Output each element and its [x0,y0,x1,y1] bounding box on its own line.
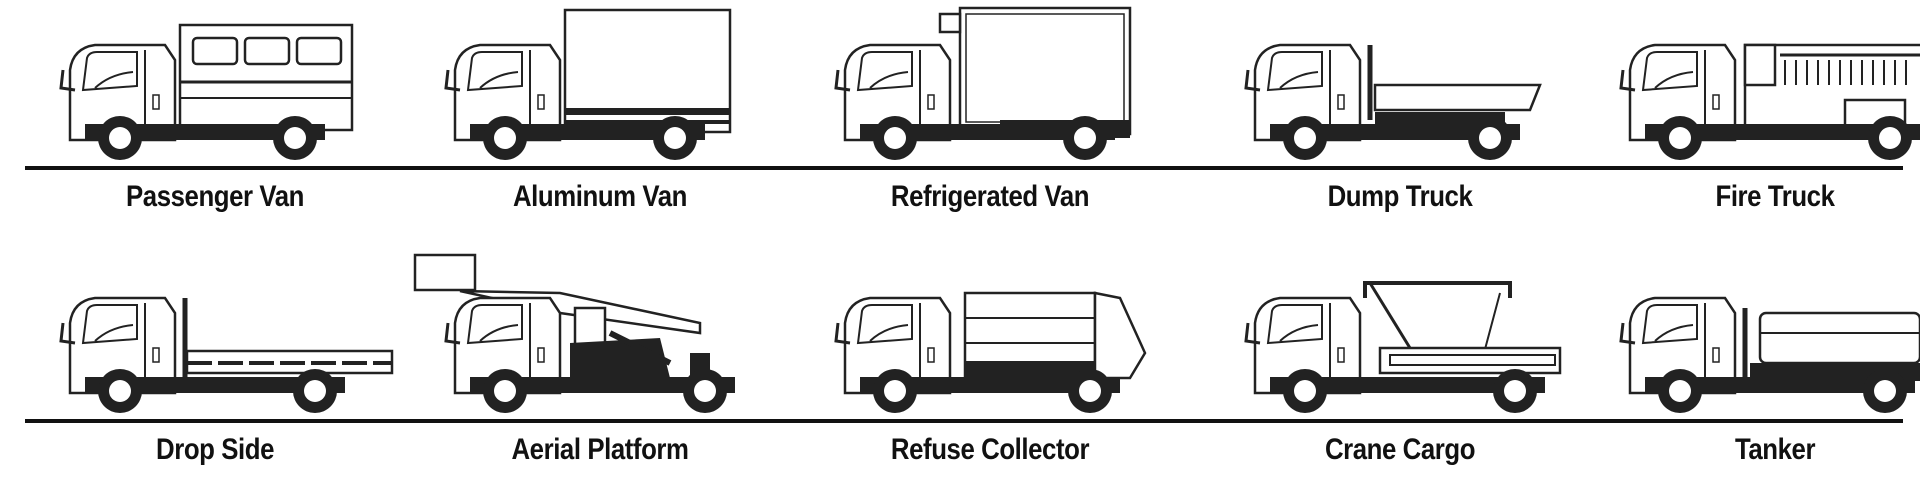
vehicle-label: Tanker [1734,433,1816,466]
vehicle-row-2 [0,253,1920,483]
vehicle-label: Refrigerated Van [890,180,1090,213]
aerial-truck-illustration [413,253,735,413]
tanker-truck-illustration [1619,296,1920,413]
aluminum-truck-illustration [444,8,732,160]
vehicle-label: Fire Truck [1715,180,1835,213]
fire-truck-illustration [1619,43,1920,160]
crane-truck-illustration [1244,281,1562,413]
ground-line [25,419,1903,423]
dump-truck-illustration [1244,43,1542,160]
vehicle-label: Aerial Platform [511,433,689,466]
ground-line [25,166,1903,170]
refuse-truck-illustration [834,291,1147,413]
vehicle-label: Drop Side [156,433,274,466]
vehicle-label: Dump Truck [1327,180,1473,213]
vehicle-row-1 [0,0,1920,230]
vehicle-label: Refuse Collector [890,433,1090,466]
reefer-truck-illustration [834,6,1132,160]
dropside-truck-illustration [59,296,394,413]
vehicle-label: Crane Cargo [1324,433,1476,466]
passenger-truck-illustration [59,23,354,160]
vehicle-label: Aluminum Van [512,180,688,213]
vehicle-label: Passenger Van [126,180,304,213]
